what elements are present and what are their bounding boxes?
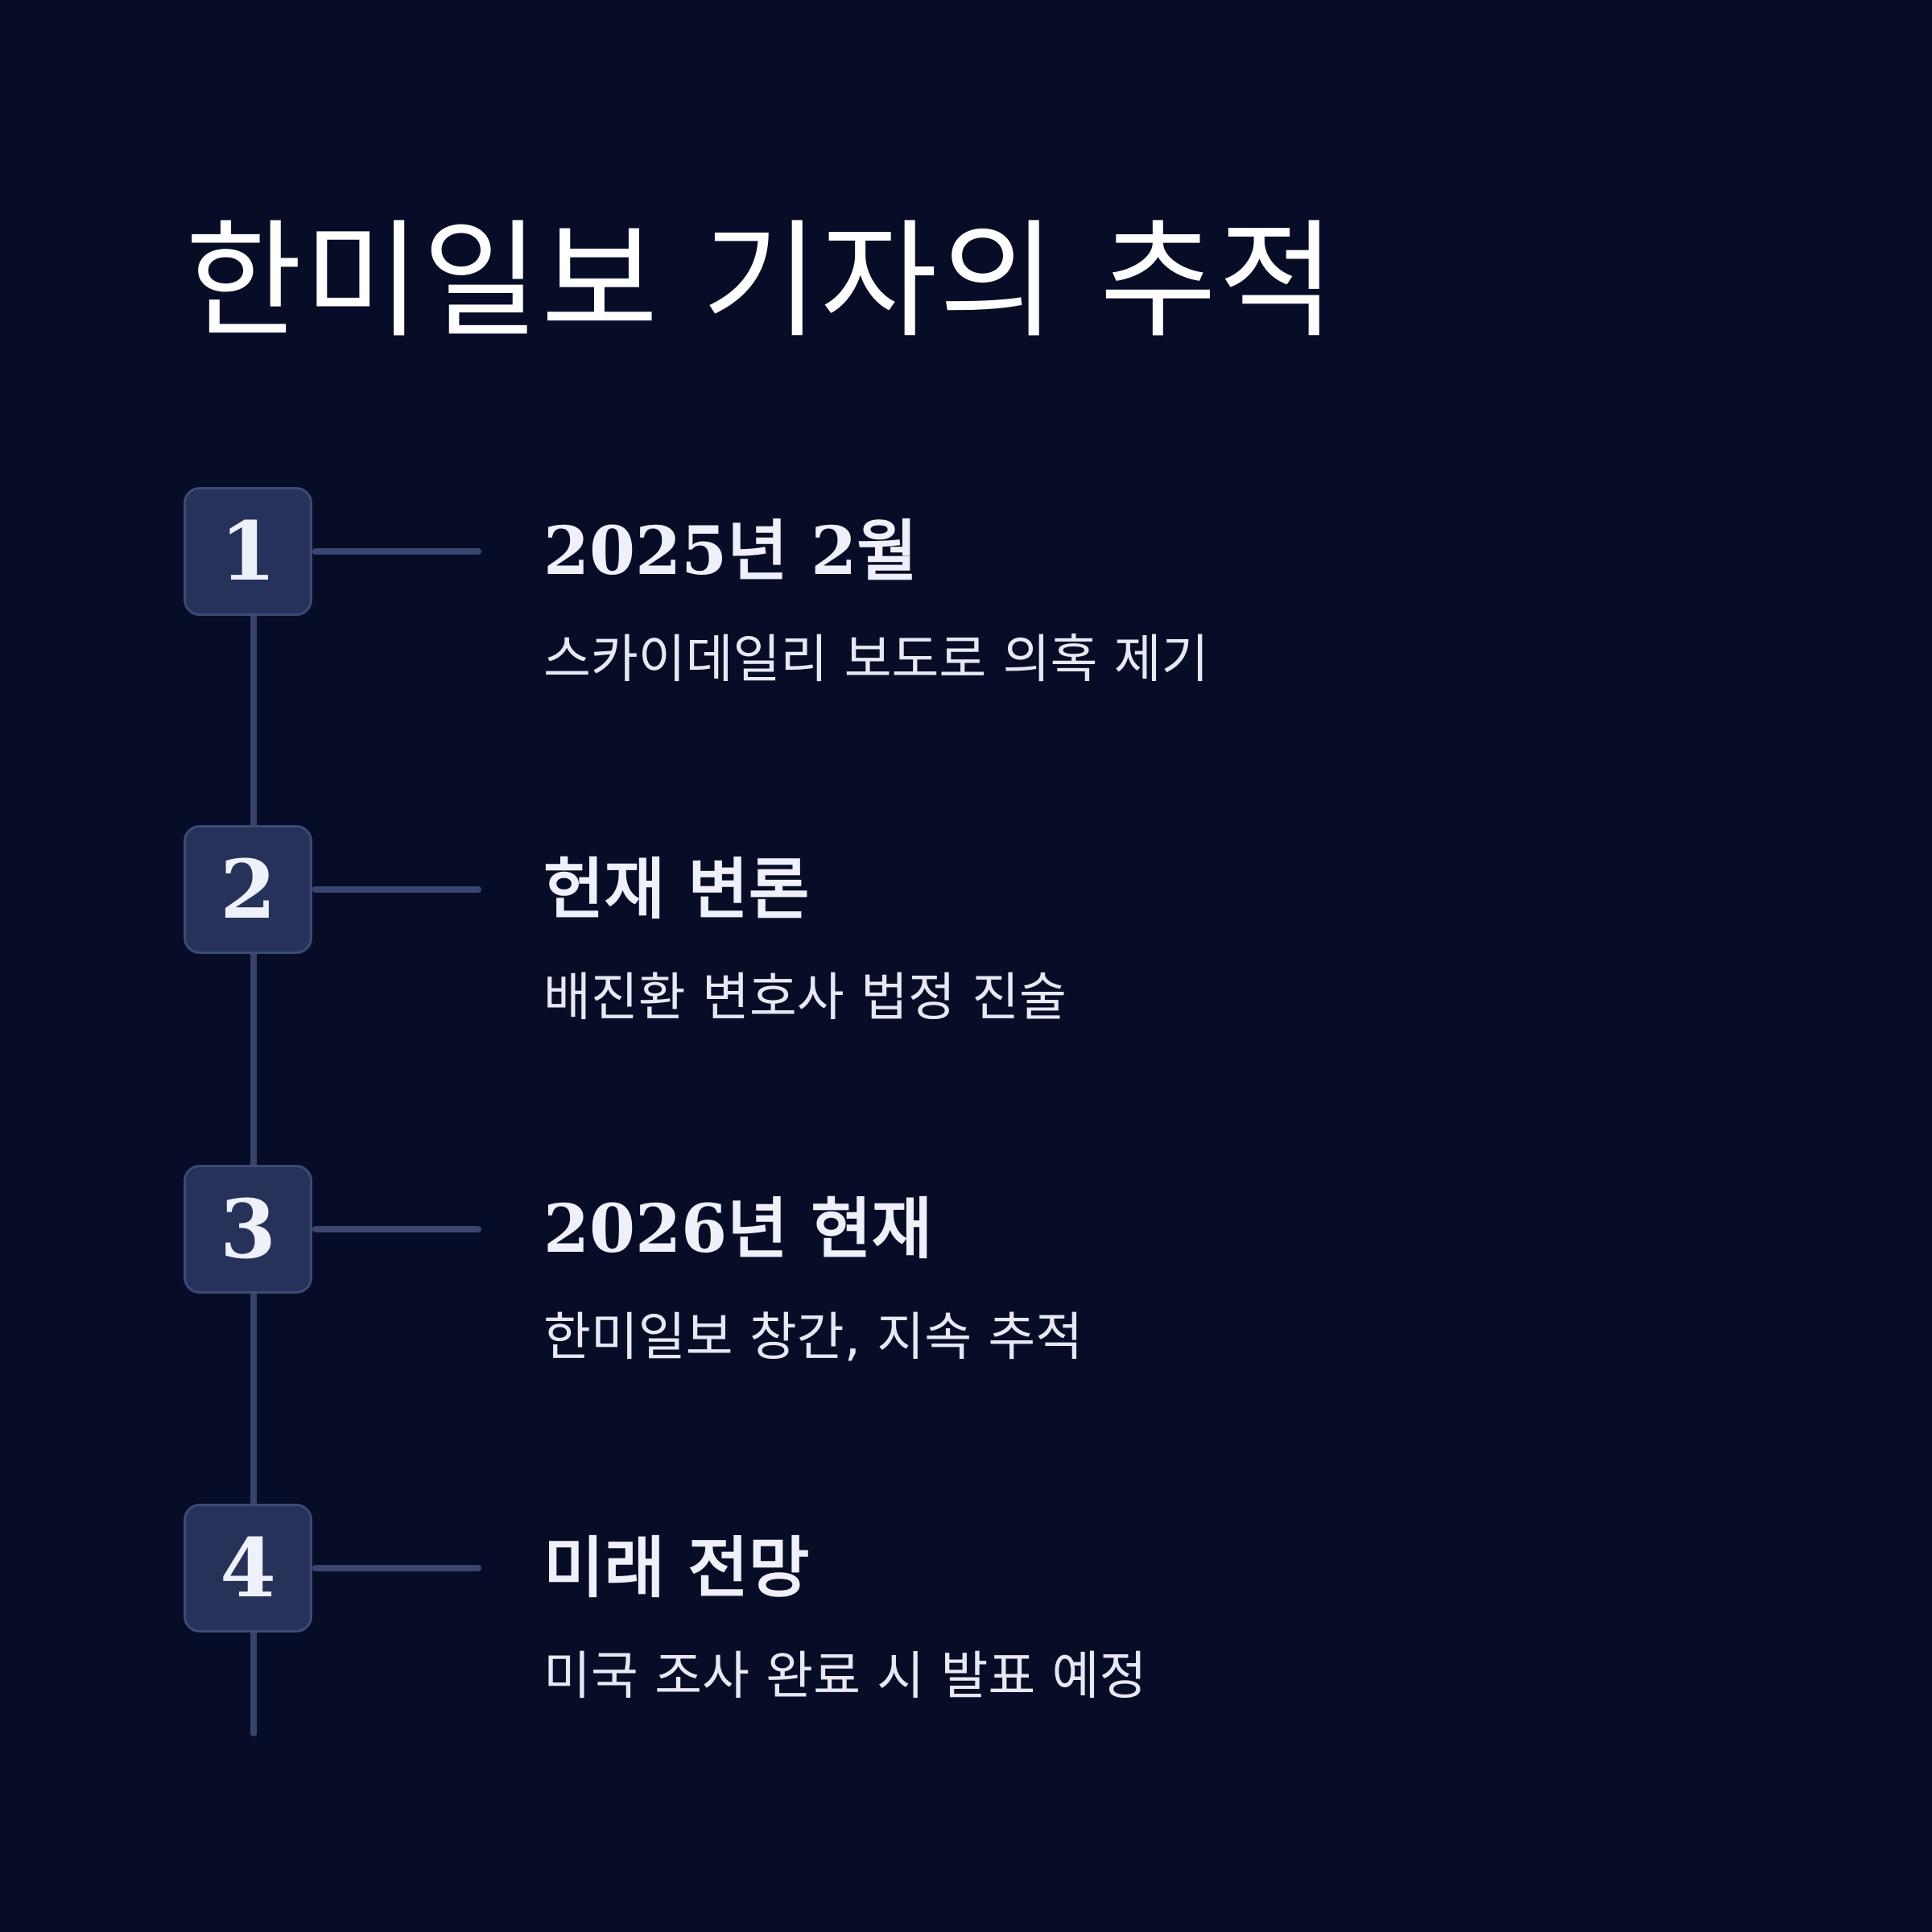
step-heading: 2025년 2월 bbox=[543, 513, 918, 590]
step-number-badge: 4 bbox=[184, 1504, 312, 1633]
step-number-badge: 3 bbox=[184, 1165, 312, 1294]
step-heading: 미래 전망 bbox=[543, 1530, 810, 1607]
step-description: 한미일보 창간, 지속 추적 bbox=[543, 1308, 1084, 1368]
step-number-badge: 1 bbox=[184, 487, 312, 616]
timeline-step-2: 2 헌재 변론 배진환 변호사 법정 진술 bbox=[0, 825, 1932, 1034]
step-connector bbox=[312, 548, 481, 555]
step-connector bbox=[312, 1565, 481, 1571]
timeline-line bbox=[250, 564, 257, 1736]
timeline-step-3: 3 2026년 현재 한미일보 창간, 지속 추적 bbox=[0, 1165, 1932, 1374]
step-description: 스카이데일리 보도로 의혹 제기 bbox=[543, 630, 1209, 690]
step-description: 배진환 변호사 법정 진술 bbox=[543, 968, 1067, 1028]
page-title: 한미일보 기자의 추적 bbox=[185, 208, 1337, 356]
step-heading: 2026년 현재 bbox=[543, 1191, 933, 1268]
step-heading: 헌재 변론 bbox=[543, 851, 810, 928]
step-description: 미국 조사 완료 시 발표 예정 bbox=[543, 1647, 1147, 1707]
step-number-badge: 2 bbox=[184, 825, 312, 954]
step-connector bbox=[312, 886, 481, 893]
step-connector bbox=[312, 1226, 481, 1232]
timeline-step-4: 4 미래 전망 미국 조사 완료 시 발표 예정 bbox=[0, 1504, 1932, 1713]
timeline-step-1: 1 2025년 2월 스카이데일리 보도로 의혹 제기 bbox=[0, 487, 1932, 696]
